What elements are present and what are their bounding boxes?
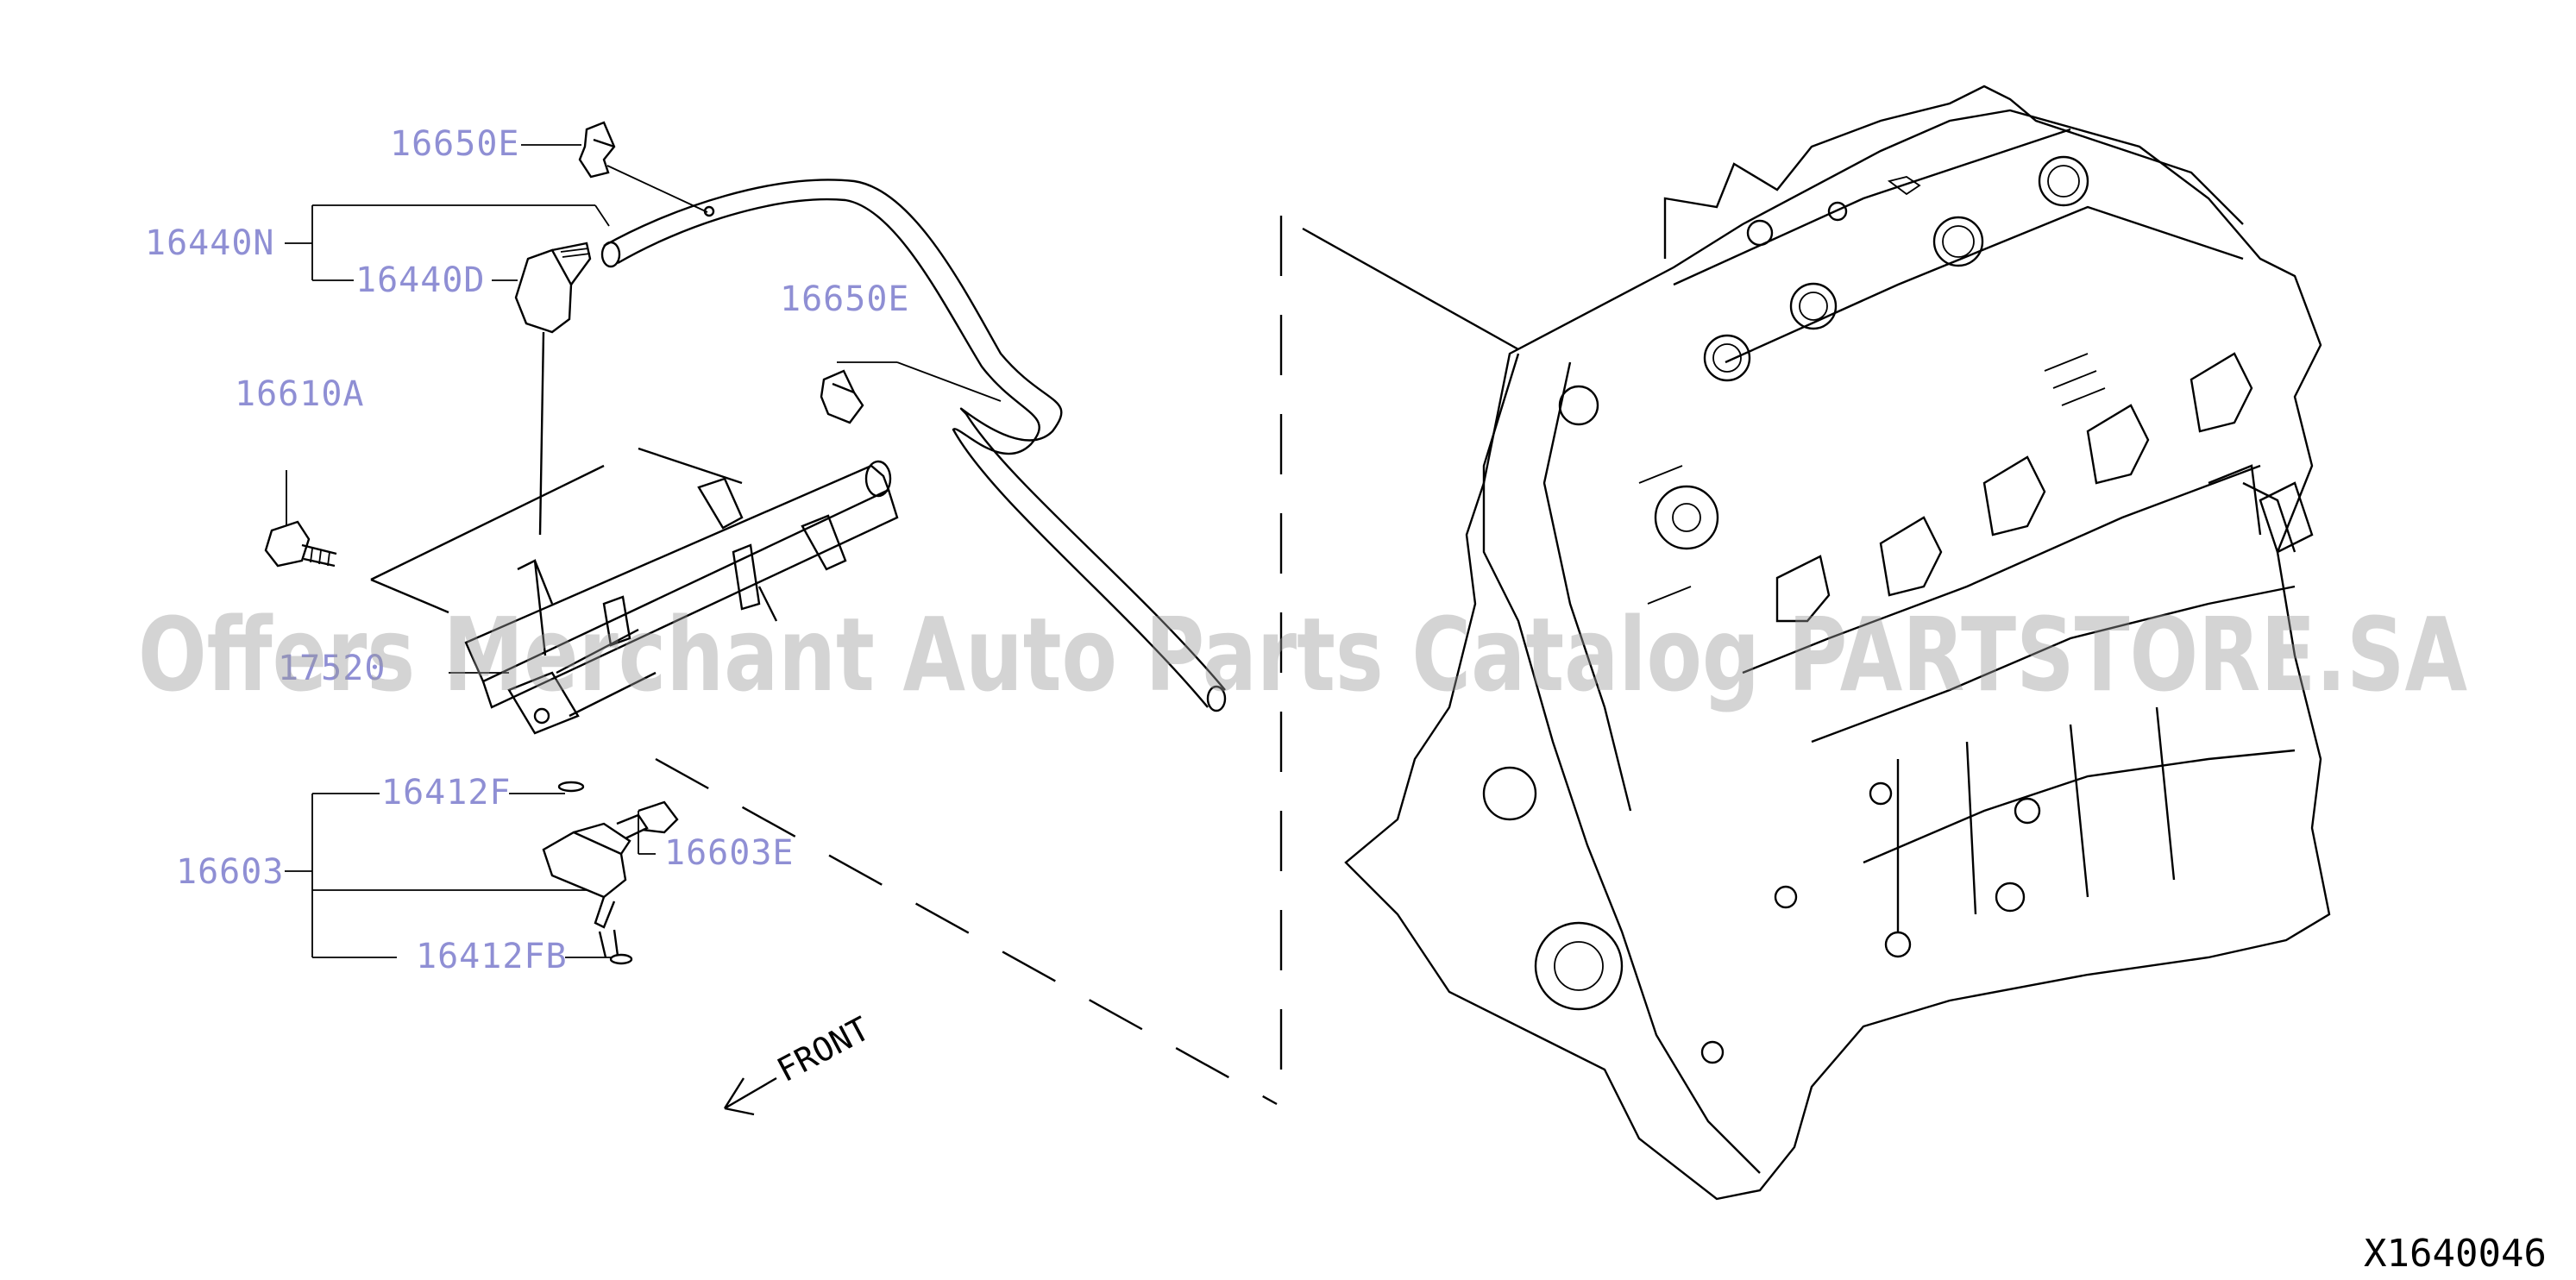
- callout-fuel-injector: 16603: [176, 852, 284, 892]
- diagram-code: X1640046: [2364, 1232, 2547, 1276]
- fuel-injector-part: [542, 781, 679, 965]
- callout-quick-connector: 16440D: [355, 260, 486, 300]
- front-direction-arrow: FRONT: [723, 1009, 876, 1116]
- bolt-part: [264, 520, 337, 568]
- quick-connector-part: [514, 242, 592, 536]
- leader-lines: [285, 144, 1002, 958]
- callout-injector-connector: 16603E: [664, 833, 795, 873]
- watermark-text: Offers Merchant Auto Parts Catalog PARTS…: [138, 595, 2467, 714]
- fuel-rail-part: [464, 460, 899, 735]
- front-label: FRONT: [771, 1009, 876, 1089]
- callout-hose-clamp-lower: 16650E: [780, 279, 910, 319]
- fuel-hose-part: [600, 179, 1227, 712]
- hose-clamp-part-2: [820, 369, 864, 424]
- engine-assembly-illustration: [1344, 85, 2331, 1201]
- hose-clamp-part: [578, 121, 616, 179]
- callout-fuel-rail: 17520: [278, 649, 386, 688]
- callout-fuel-hose: 16440N: [145, 223, 275, 263]
- callout-o-ring-lower: 16412FB: [416, 937, 568, 976]
- callout-bolt: 16610A: [235, 374, 365, 414]
- installation-guide-lines: [370, 216, 1519, 1106]
- callout-hose-clamp-upper: 16650E: [390, 124, 520, 164]
- callout-o-ring-upper: 16412F: [381, 773, 512, 813]
